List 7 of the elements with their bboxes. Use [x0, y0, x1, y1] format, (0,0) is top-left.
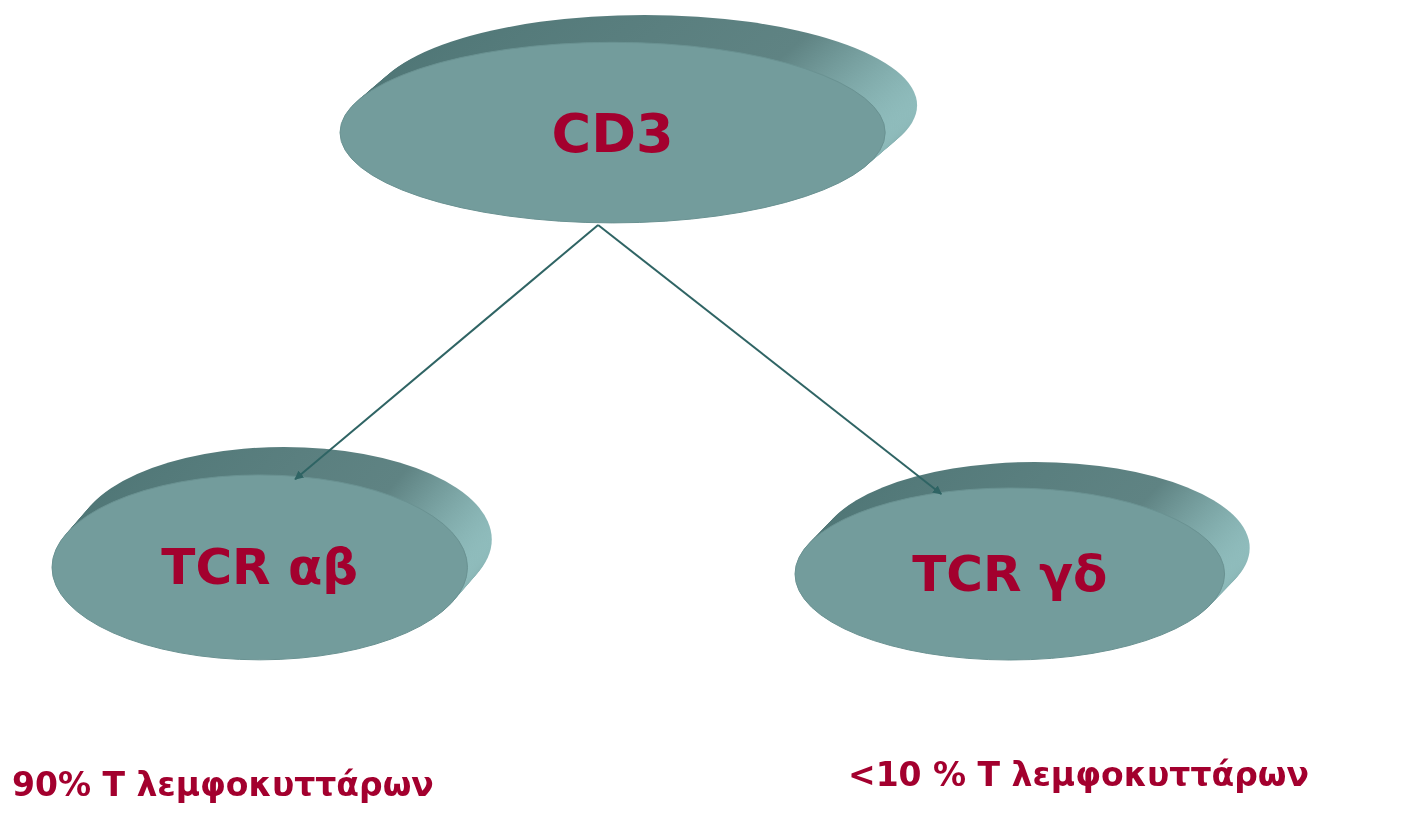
- node-caption: 90% Τ λεμφοκυττάρων: [12, 765, 434, 804]
- arrow: [597, 224, 943, 495]
- node-caption: <10 % Τ λεμφοκυττάρων: [848, 755, 1309, 794]
- node-label: TCR γδ: [912, 545, 1108, 603]
- node-label: TCR αβ: [161, 538, 359, 597]
- node-label: CD3: [551, 101, 674, 165]
- arrow: [294, 224, 600, 481]
